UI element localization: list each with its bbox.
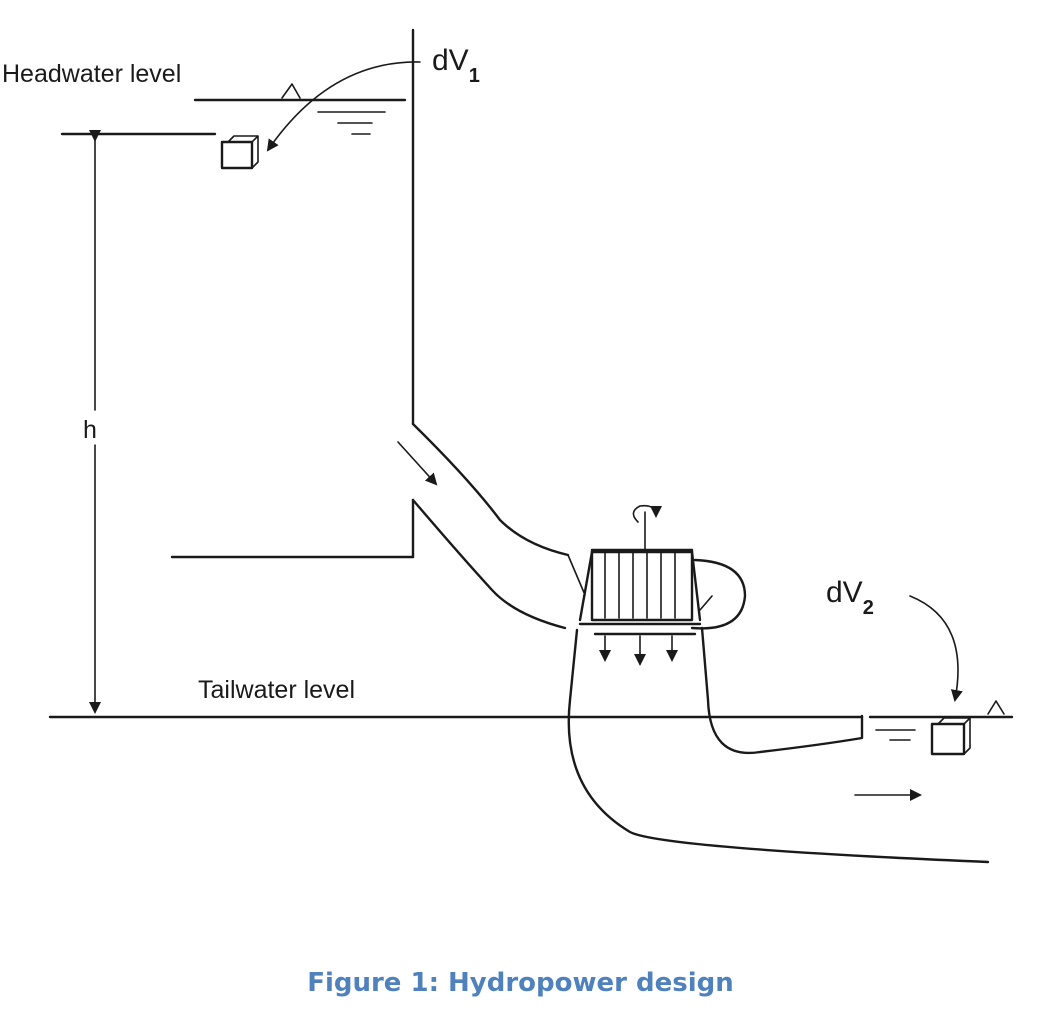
tailwater-level-label: Tailwater level — [198, 676, 355, 704]
dam-wall — [170, 28, 415, 559]
fluid-element-1 — [220, 135, 259, 170]
dv2-leader-arrow — [909, 595, 963, 702]
water-level-symbol-head — [281, 83, 301, 99]
headwater-surface — [193, 83, 407, 135]
headwater-level-label: Headwater level — [2, 60, 181, 88]
draft-tube — [567, 626, 990, 864]
height-label: h — [83, 416, 97, 444]
tailwater-surface — [48, 700, 1014, 801]
dv1-leader-arrow — [266, 61, 421, 152]
dv1-label: dV1 — [432, 44, 480, 87]
figure-caption: Figure 1: Hydropower design — [307, 968, 734, 998]
dv2-label: dV2 — [826, 576, 874, 619]
hydropower-diagram: Headwater level Tailwater level h dV1 dV… — [2, 28, 1014, 864]
rotation-arrow — [632, 504, 662, 523]
fluid-element-2 — [930, 717, 971, 756]
turbine — [567, 504, 747, 666]
water-level-symbol-tail — [987, 700, 1005, 715]
penstock-flow-arrow — [397, 441, 438, 486]
penstock — [397, 422, 570, 630]
